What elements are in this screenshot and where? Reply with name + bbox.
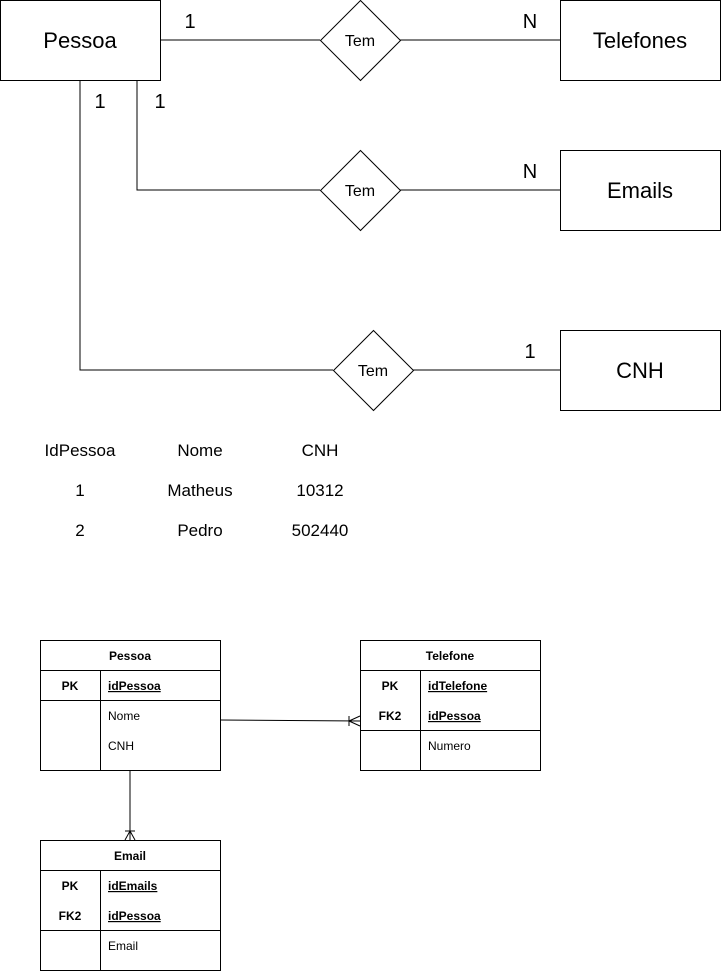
relation-pessoa-telefone [219,715,361,727]
fk-label: FK2 [59,909,82,923]
table-cell: 502440 [292,521,349,540]
field-nome: Nome [108,709,140,723]
entity-telefones-label: Telefones [593,28,687,53]
table-pessoa-title: Pessoa [109,649,151,663]
sample-table: IdPessoa Nome CNH 1 Matheus 10312 2 Pedr… [45,441,349,540]
entity-pessoa[interactable]: Pessoa [0,0,161,81]
entity-emails-label: Emails [607,178,673,203]
crowfoot-prong [124,830,131,841]
cardinality-telefones: N [523,11,537,33]
field-cnh: CNH [108,739,134,753]
entity-cnh-label: CNH [616,358,664,383]
fk-label: FK2 [379,709,402,723]
connector-pessoa-tem-emails [136,80,320,191]
fk-field: idPessoa [108,909,161,923]
table-header-cnh: CNH [302,441,339,460]
pk-field: idTelefone [428,679,487,693]
entity-emails[interactable]: Emails [560,150,721,231]
table-pessoa[interactable]: Pessoa PK idPessoa Nome CNH [40,640,221,771]
pk-label: PK [382,679,399,693]
pk-label: PK [62,879,79,893]
table-email[interactable]: Email PK idEmails FK2 idPessoa Email [40,840,221,971]
relationship-tem-cnh-label: Tem [358,363,388,380]
cardinality-pessoa-telefones: 1 [184,11,195,33]
relationship-tem-telefones-label: Tem [345,33,375,50]
relationship-tem-telefones[interactable]: Tem [319,0,402,82]
entity-telefones[interactable]: Telefones [560,0,721,81]
entity-pessoa-label: Pessoa [43,28,117,53]
entity-cnh[interactable]: CNH [560,330,721,411]
crowfoot-prong [129,830,136,841]
relationship-tem-cnh[interactable]: Tem [332,329,415,412]
cardinality-pessoa-emails: 1 [154,91,165,113]
table-header-nome: Nome [177,441,222,460]
crowfoot-prong [348,715,361,722]
table-cell: 2 [75,521,84,540]
table-cell: Pedro [177,521,222,540]
table-telefone[interactable]: Telefone PK idTelefone FK2 idPessoa Nume… [360,640,541,771]
table-header-idpessoa: IdPessoa [45,441,116,460]
table-cell: 10312 [296,481,343,500]
table-cell: 1 [75,481,84,500]
pk-field: idPessoa [108,679,161,693]
table-email-title: Email [114,849,146,863]
table-cell: Matheus [167,481,232,500]
relationship-tem-emails[interactable]: Tem [319,149,402,232]
connector-pessoa-tem-cnh [79,80,333,371]
relationship-tem-emails-label: Tem [345,183,375,200]
cardinality-cnh: 1 [524,341,535,363]
field-numero: Numero [428,739,471,753]
table-telefone-title: Telefone [426,649,475,663]
cardinality-pessoa-cnh: 1 [94,91,105,113]
pk-field: idEmails [108,879,158,893]
field-email: Email [108,939,138,953]
cardinality-emails: N [523,161,537,183]
pk-label: PK [62,679,79,693]
fk-field: idPessoa [428,709,481,723]
crowfoot-prong [348,720,361,727]
relation-pessoa-email [124,770,136,841]
